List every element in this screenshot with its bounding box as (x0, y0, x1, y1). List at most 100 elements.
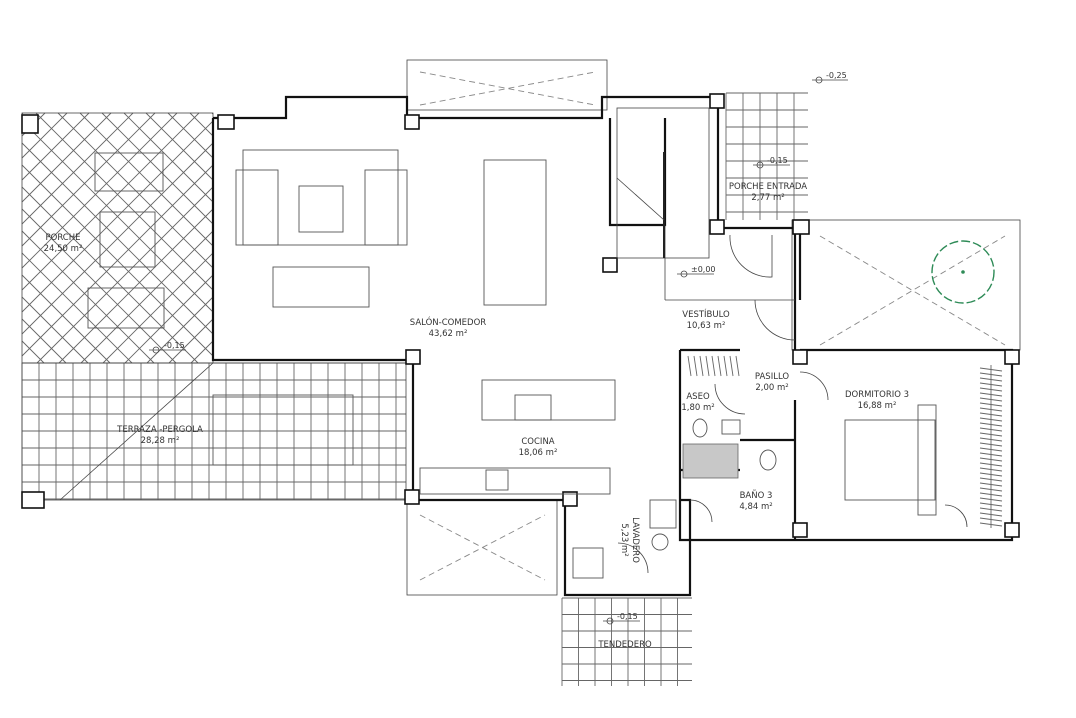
level-marker-tendedero: -0,15 (603, 612, 640, 625)
hatch-line (79, 112, 214, 247)
hatch-line (21, 142, 214, 335)
patio-wall (793, 232, 802, 350)
patio (791, 219, 1021, 351)
hatch-line (693, 355, 698, 377)
kitchen-counter (419, 467, 611, 495)
room-name: PASILLO (755, 372, 789, 382)
hatch-line (21, 112, 134, 225)
room-label-tendedero: TENDEDERO (597, 640, 652, 650)
level-value: -0,25 (826, 71, 847, 80)
tendedero-tile-grid (561, 597, 692, 686)
level-value: ±0,00 (691, 265, 716, 274)
room-area: 1,80 m² (681, 403, 714, 413)
hatch-line (21, 112, 200, 291)
terraza-tile-grid (21, 362, 406, 500)
hatch-line (723, 355, 728, 377)
hatch-line (21, 120, 214, 313)
doors (617, 234, 968, 574)
level-marker-interior: ±0,00 (677, 265, 716, 278)
hatch-line (80, 230, 214, 364)
hatch-line (21, 186, 199, 364)
room-label-bano-3: BAÑO 34,84 m² (739, 490, 772, 512)
room-name: BAÑO 3 (740, 490, 773, 501)
shower-tray (682, 443, 739, 479)
room-name: COCINA (521, 437, 554, 447)
patio-cross (819, 235, 1006, 346)
hatch-line (21, 252, 133, 364)
porche-tile-hatch (21, 112, 214, 364)
void-top-cross (419, 71, 596, 106)
porche-entrada-tile-grid (725, 92, 808, 220)
level-value: -0,15 (767, 156, 788, 165)
room-name: SALÓN-COMEDOR (410, 316, 486, 328)
hatch-line (717, 355, 722, 377)
staircase (616, 107, 710, 259)
kitchen-island (481, 379, 616, 421)
hatch-line (735, 355, 740, 377)
hatch-line (729, 355, 734, 377)
hatch-line (21, 296, 89, 364)
living-furniture (87, 149, 616, 495)
sink-aseo (721, 419, 741, 435)
hatch-line (21, 112, 156, 247)
toilet-bano (759, 449, 777, 471)
room-area: 16,88 m² (858, 401, 897, 411)
level-marker-porche: -0,15 (149, 341, 186, 354)
room-area: 5,23 m² (619, 523, 629, 556)
level-marker-entrance: -0,15 (753, 156, 790, 169)
fixtures (572, 404, 937, 579)
hatch-line (102, 252, 214, 364)
void-bottom-cross (419, 514, 546, 581)
room-name: TERRAZA -PERGOLA (116, 425, 203, 435)
hatch-line (21, 208, 177, 364)
exterior-walls (211, 95, 1014, 597)
bed (844, 419, 936, 501)
wardrobe-hatch (979, 365, 1003, 528)
hatch-line (101, 112, 214, 225)
room-area: 43,62 m² (429, 329, 468, 339)
level-value: -0,15 (617, 612, 638, 621)
aseo-closet-hatch (687, 355, 740, 377)
hatch-line (123, 112, 214, 203)
level-marker-garden: -0,25 (812, 71, 848, 84)
room-area: 18,06 m² (519, 448, 558, 458)
room-area: 4,84 m² (739, 502, 772, 512)
dining-table (483, 159, 547, 306)
terraza-table (212, 394, 354, 466)
hatch-line (21, 164, 214, 357)
toilet-aseo (692, 418, 708, 438)
cooktop (514, 394, 552, 421)
void-top (406, 59, 608, 111)
hatch-line (705, 355, 710, 377)
terraza-diagonal (59, 362, 214, 501)
room-area: 24,50 m² (44, 244, 83, 254)
hatch-line (21, 112, 178, 269)
hatch-line (699, 355, 704, 377)
structural-columns (21, 93, 1020, 538)
washer (572, 547, 604, 579)
room-name: LAVADERO (630, 517, 640, 563)
hatch-line (167, 112, 214, 159)
hatch-line (21, 112, 112, 203)
hatch-line (58, 208, 214, 364)
room-name: PORCHE (46, 233, 81, 243)
room-area: 2,77 m² (751, 193, 784, 203)
hatch-line (35, 112, 214, 291)
room-label-dormitorio-3: DORMITORIO 316,88 m² (845, 390, 909, 411)
sink-lavadero (649, 499, 677, 529)
room-name: VESTÍBULO (682, 308, 730, 320)
terraza-area (21, 362, 407, 501)
hatch-line (711, 355, 716, 377)
room-area: 28,28 m² (141, 436, 180, 446)
hatch-line (36, 186, 214, 364)
room-name: TENDEDERO (597, 640, 652, 650)
